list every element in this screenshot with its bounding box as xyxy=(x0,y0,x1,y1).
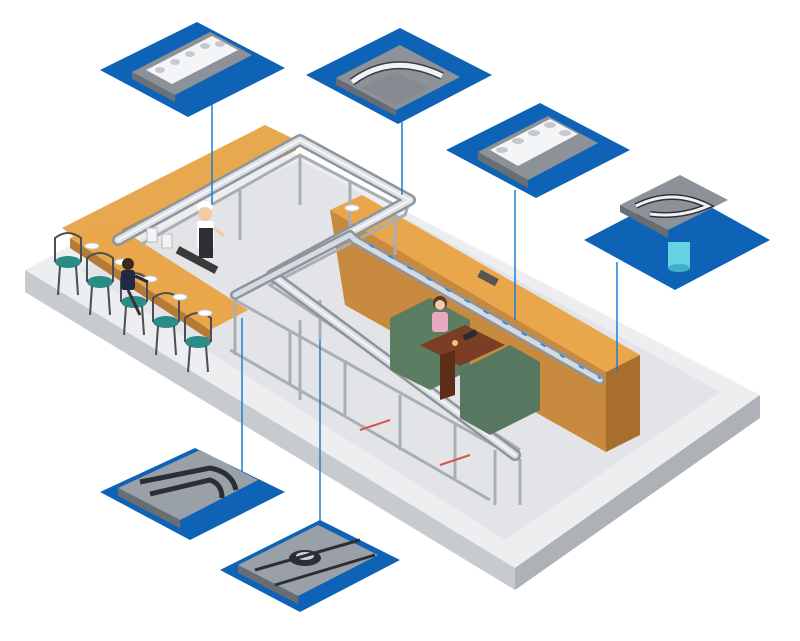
left-counter-top xyxy=(70,222,248,330)
straight-conveyor-plates-detail xyxy=(446,103,630,198)
conveyor-belt xyxy=(112,134,605,461)
sushi-tray xyxy=(175,246,219,274)
seated-customer-figure xyxy=(121,258,149,316)
leader-lines xyxy=(211,100,618,535)
dispenser-box xyxy=(477,269,499,287)
chef-figure xyxy=(197,201,225,258)
booth-table-leg xyxy=(440,350,455,400)
left-counter-front xyxy=(70,238,210,340)
left-bar-counter xyxy=(70,222,248,340)
right-counter-front xyxy=(606,355,640,452)
u-turn-conveyor-with-motor-detail xyxy=(584,175,770,290)
booth-tray xyxy=(462,329,478,341)
back-counter-top xyxy=(62,125,296,247)
drive-unit-detail xyxy=(220,520,400,612)
frame-red-brace xyxy=(359,419,471,466)
stool-1 xyxy=(54,232,82,296)
floor-right-side xyxy=(515,395,760,590)
booth-front-seat xyxy=(460,345,540,435)
floor-front-side xyxy=(25,270,515,590)
booth-customer-figure xyxy=(432,296,448,332)
motor-unit xyxy=(668,242,690,268)
curved-conveyor-detail xyxy=(306,28,492,124)
straight-conveyor-detail xyxy=(100,22,285,117)
stool-2 xyxy=(86,252,114,316)
booth-area xyxy=(390,298,540,435)
corner-chain-track-detail xyxy=(100,448,285,540)
counter-plates xyxy=(84,204,360,317)
stool-4 xyxy=(152,292,180,356)
plate-stacks xyxy=(146,227,173,249)
right-counter-top xyxy=(330,195,640,372)
booth-tea-cup xyxy=(452,340,458,346)
